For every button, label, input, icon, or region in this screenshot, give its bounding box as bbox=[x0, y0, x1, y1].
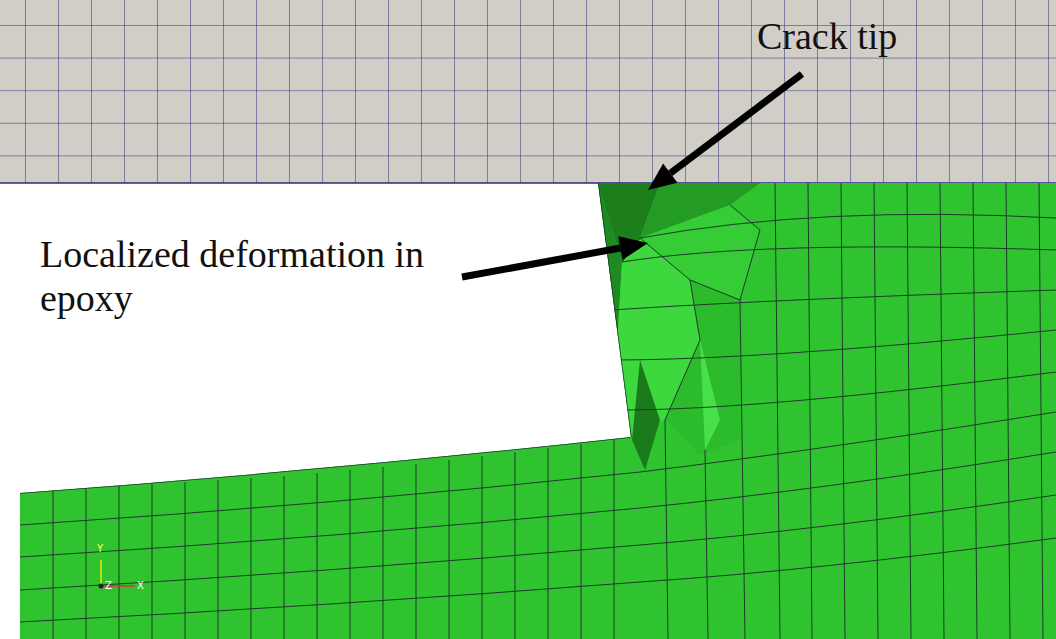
y-axis-arrow bbox=[100, 560, 102, 586]
arrowhead bbox=[618, 236, 648, 260]
mesh-line bbox=[622, 247, 1056, 262]
leader-arrows bbox=[462, 74, 802, 277]
z-axis-dot bbox=[99, 584, 104, 589]
leader-line bbox=[670, 74, 802, 173]
mesh-line bbox=[20, 437, 631, 493]
epoxy-region bbox=[20, 183, 1056, 639]
adherend-mesh bbox=[0, 0, 1056, 183]
deformed-facet bbox=[700, 340, 720, 450]
mesh-line bbox=[598, 183, 631, 437]
mesh-line bbox=[20, 538, 1056, 622]
callout-label: Crack tip bbox=[757, 14, 1056, 58]
mesh-line bbox=[640, 214, 1056, 238]
mesh-line bbox=[20, 452, 1056, 557]
leader-line bbox=[462, 248, 620, 277]
mesh-line bbox=[20, 495, 1056, 590]
mesh-lines bbox=[20, 183, 1056, 639]
epoxy-mesh bbox=[20, 183, 1056, 639]
arrowhead bbox=[648, 164, 678, 190]
mesh-line bbox=[665, 280, 700, 420]
mesh-line bbox=[53, 440, 614, 639]
deformed-facet bbox=[632, 360, 660, 470]
mesh-line bbox=[620, 372, 1056, 410]
axis-label: X bbox=[137, 580, 151, 591]
deformed-facet bbox=[598, 183, 622, 430]
axis-triad bbox=[99, 560, 136, 589]
mesh-line bbox=[665, 183, 1043, 639]
axis-label: Z bbox=[105, 580, 119, 591]
axis-label: Y bbox=[97, 543, 111, 554]
mesh-line bbox=[20, 412, 1056, 525]
mesh-line bbox=[612, 330, 1056, 360]
mesh-line bbox=[612, 290, 1056, 310]
callout-label: Localized deformation in epoxy bbox=[40, 232, 435, 320]
